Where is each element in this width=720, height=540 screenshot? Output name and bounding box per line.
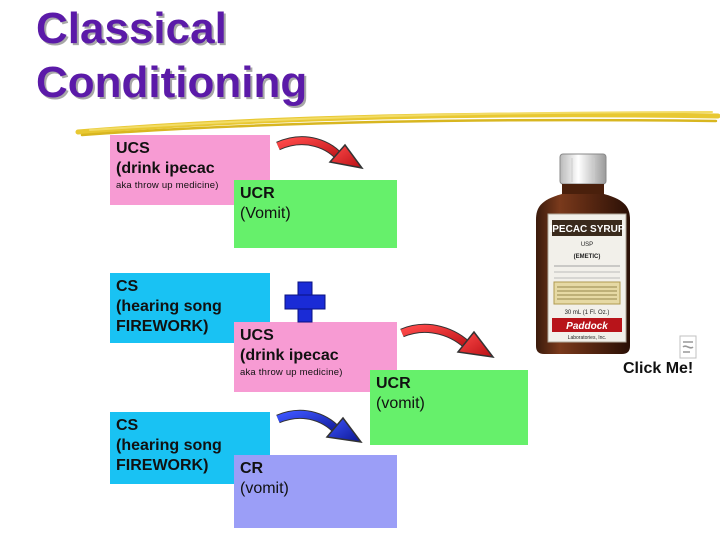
arrow-right-icon-2 xyxy=(400,323,495,359)
title-line-2: Conditioning xyxy=(36,58,308,107)
cs-bottom-label: CS xyxy=(116,417,139,434)
ucs-box-mid: UCS (drink ipecac aka throw up medicine) xyxy=(234,322,397,392)
ucs-mid-desc: (drink ipecac xyxy=(240,347,339,364)
bottle-emetic-text: (EMETIC) xyxy=(574,254,601,260)
arrow-right-icon xyxy=(276,136,364,170)
cs-mid-desc-2: FIREWORK) xyxy=(116,318,209,335)
plus-icon xyxy=(284,281,326,323)
bottle-brand-sub-text: Laboratories, Inc. xyxy=(568,335,607,341)
bottle-usp-text: USP xyxy=(581,242,593,248)
ipecac-bottle-image: IPECAC SYRUP USP (EMETIC) 30 mL (1 Fl. O… xyxy=(536,153,630,354)
bottle-volume-text: 30 mL (1 Fl. Oz.) xyxy=(565,310,610,316)
cr-bottom-desc: (vomit) xyxy=(240,480,289,497)
ucs-mid-label: UCS xyxy=(240,327,274,344)
title-line-1: Classical xyxy=(36,4,227,53)
bottle-brand-text: Paddock xyxy=(566,321,608,332)
slide-title: Classical Conditioning xyxy=(36,2,307,110)
ucr-box-top: UCR (Vomit) xyxy=(234,180,397,248)
ucs-top-aka: aka throw up medicine) xyxy=(116,180,219,191)
ucr-top-desc: (Vomit) xyxy=(240,205,291,222)
cs-bottom-desc: (hearing song xyxy=(116,437,222,454)
ucr-top-label: UCR xyxy=(240,185,275,202)
cs-mid-label: CS xyxy=(116,278,139,295)
ucr-box-mid: UCR (vomit) xyxy=(370,370,528,445)
bottle-label-text: IPECAC SYRUP xyxy=(549,224,624,235)
cs-mid-desc: (hearing song xyxy=(116,298,222,315)
sound-icon[interactable] xyxy=(676,334,700,360)
cs-bottom-desc-2: FIREWORK) xyxy=(116,457,209,474)
ucr-mid-label: UCR xyxy=(376,375,411,392)
ucs-top-desc: (drink ipecac xyxy=(116,160,215,177)
click-me-link[interactable]: Click Me! xyxy=(623,360,694,377)
ucs-top-label: UCS xyxy=(116,140,150,157)
ucr-mid-desc: (vomit) xyxy=(376,395,425,412)
arrow-right-icon-3 xyxy=(276,409,363,444)
cr-box-bottom: CR (vomit) xyxy=(234,455,397,528)
ucs-mid-aka: aka throw up medicine) xyxy=(240,367,343,378)
cr-bottom-label: CR xyxy=(240,460,264,477)
